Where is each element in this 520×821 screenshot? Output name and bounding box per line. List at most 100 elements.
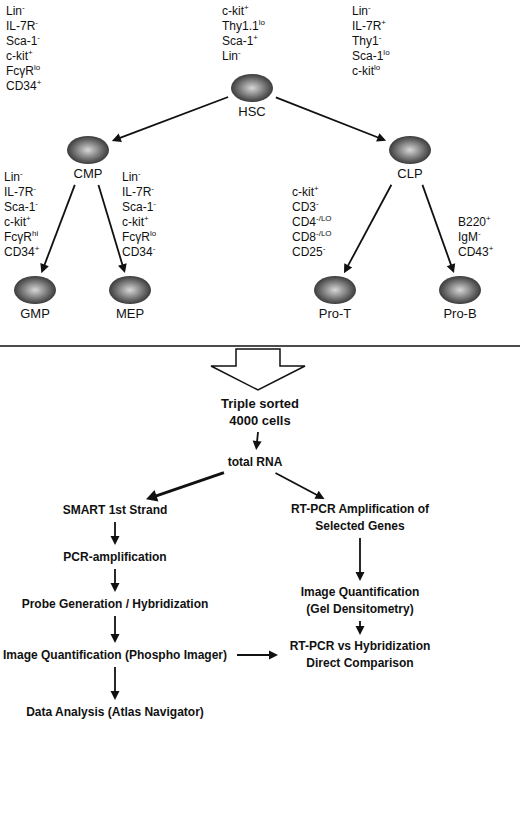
cell-shape [13,275,57,305]
marker-list: B220+ IgM- CD43+ [458,215,493,260]
arrow-line [237,654,270,656]
flow-arrow [111,616,120,643]
arrow-line [44,185,75,266]
step-text: PCR-amplification [63,549,166,566]
cell-label: CLP [363,166,457,182]
cell-node: HSC [230,73,274,121]
arrow-line [359,621,361,627]
hollow-arrow [211,349,305,390]
arrow-head [356,572,365,581]
step-text: Triple sorted 4000 cells [205,395,315,429]
marker-list: c-kit+ Thy1.1lo Sca-1+ Lin- [222,4,265,64]
step-text: Image Quantification (Gel Densitometry) [290,584,430,618]
cell-label: HSC [205,104,299,120]
arrow-head [376,133,386,141]
process-step: Data Analysis (Atlas Navigator) [15,702,215,722]
cell-shape [230,73,274,103]
flow-arrow [276,473,325,499]
cell-node: CMP [66,135,110,183]
arrow-line [276,473,318,495]
process-step: Image Quantification (Phospho Imager) [0,645,235,665]
step-text: total RNA [228,454,283,471]
process-step: Image Quantification (Gel Densitometry) [290,583,430,619]
cell-node: GMP [13,275,57,323]
flow-arrow [344,185,391,273]
arrow-line [156,473,224,496]
cell-shape [66,135,110,165]
arrow-head [356,626,365,635]
marker-list: Lin- IL-7R- Sca-1- c-kit+ FcγRlo CD34- [122,170,156,260]
marker-list: Lin- IL-7R- Sca-1- c-kit+ FcγRhi CD34+ [4,170,39,260]
cell-shape [438,275,482,305]
arrow-line [422,185,451,266]
cell-node: MEP [108,275,152,323]
cell-ellipse [109,276,151,304]
flow-arrow [40,185,74,273]
marker-list: Lin- IL-7R- Sca-1- c-kit+ FcγRlo CD34+ [6,4,41,94]
process-step: Probe Generation / Hybridization [20,594,210,614]
arrow-head [112,134,122,142]
flow-arrow [356,538,365,581]
flow-arrow [276,97,386,141]
cell-node: CLP [388,135,432,183]
flow-arrow [237,651,278,660]
cell-ellipse [231,74,273,102]
arrow-head [269,651,278,660]
arrow-head [344,263,352,273]
cell-shape [108,275,152,305]
process-step: Triple sorted 4000 cells [205,394,315,430]
process-step: RT-PCR Amplification of Selected Genes [290,500,430,536]
cell-shape [313,275,357,305]
flow-arrow [253,432,262,450]
process-step: PCR-amplification [50,547,180,567]
arrow-head [118,263,127,273]
process-step: SMART 1st Strand [55,500,175,520]
arrow-head [146,490,158,501]
arrow-head [253,441,262,450]
cell-node: Pro-B [438,275,482,323]
flow-arrow [356,621,365,635]
flow-arrow [111,667,120,700]
arrow-line [257,432,258,442]
arrow-line [348,185,392,266]
flow-arrow [112,97,228,142]
step-text: Data Analysis (Atlas Navigator) [26,704,204,721]
arrow-head [314,491,324,499]
arrow-head [111,691,120,700]
cell-ellipse [67,136,109,164]
arrow-line [114,522,116,537]
arrow-head [111,634,120,643]
cell-ellipse [14,276,56,304]
arrow-head [40,263,48,273]
flow-arrow [146,473,224,502]
arrow-line [276,97,379,137]
marker-list: c-kit+ CD3- CD4-/LO CD8-/LO CD25- [292,185,332,260]
cell-label: GMP [0,306,82,322]
process-step: RT-PCR vs Hybridization Direct Compariso… [280,637,440,673]
process-step: total RNA [215,452,295,472]
arrow-head [111,583,120,592]
step-text: SMART 1st Strand [63,502,168,519]
arrow-line [98,185,122,266]
divider-line [0,345,520,347]
cell-node: Pro-T [313,275,357,323]
step-text: RT-PCR vs Hybridization Direct Compariso… [280,638,440,672]
cell-ellipse [389,136,431,164]
flow-arrow [98,185,126,273]
cell-ellipse [314,276,356,304]
cell-label: CMP [41,166,135,182]
arrow-line [359,538,361,573]
step-text: Probe Generation / Hybridization [22,596,209,613]
flow-arrow [111,522,120,545]
arrow-head [447,263,455,273]
step-text: RT-PCR Amplification of Selected Genes [290,501,430,535]
cell-label: Pro-T [288,306,382,322]
arrow-line [114,616,116,635]
cell-label: Pro-B [413,306,507,322]
step-text: Image Quantification (Phospho Imager) [3,647,227,664]
marker-list: Lin- IL-7R+ Thy1- Sca-1lo c-kitlo [352,4,390,79]
cell-shape [388,135,432,165]
flow-arrow [422,185,455,273]
